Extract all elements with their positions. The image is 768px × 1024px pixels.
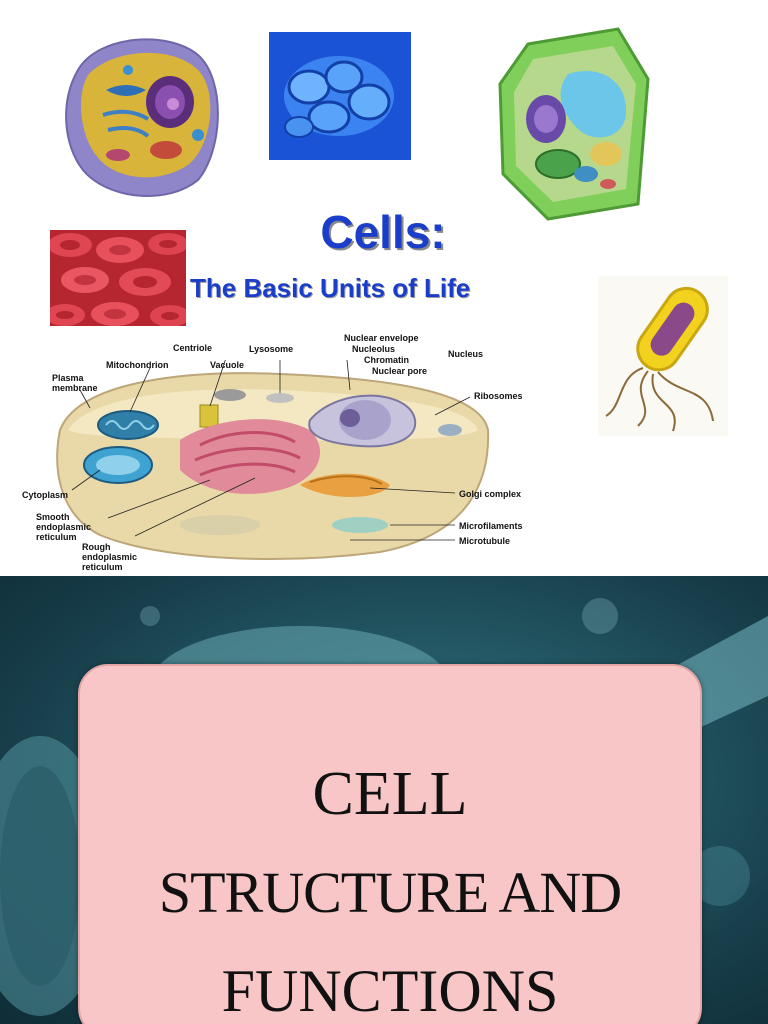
label-microfilaments: Microfilaments <box>459 521 523 531</box>
title-line-2: STRUCTURE AND <box>158 860 622 925</box>
label-microtubule: Microtubule <box>459 536 510 546</box>
label-lysosome: Lysosome <box>249 344 294 354</box>
blue-cells-micrograph <box>269 32 411 160</box>
label-chromatin: Chromatin <box>364 355 409 365</box>
animal-cell-illustration <box>65 38 219 197</box>
label-cytoplasm: Cytoplasm <box>22 490 69 500</box>
label-nucleus: Nucleus <box>448 349 484 359</box>
title-line-3: FUNCTIONS <box>221 958 559 1024</box>
bacterium-illustration <box>598 276 728 436</box>
label-mitochondrion: Mitochondrion <box>106 360 169 370</box>
plant-cell-illustration <box>498 27 650 221</box>
slide-cells-basic-units: Cells: The Basic Units of Life <box>0 27 768 572</box>
title-line-1: CELL <box>312 760 468 828</box>
slide-cell-structure-functions: CELL STRUCTURE AND FUNCTIONS <box>0 576 768 1024</box>
label-golgi: Golgi complex <box>459 489 522 499</box>
label-vacuole: Vacuole <box>210 360 245 370</box>
label-nuclear-envelope: Nuclear envelope <box>344 333 419 343</box>
label-smooth-er: Smooth endoplasmic reticulum <box>36 512 92 542</box>
label-rough-er: Rough endoplasmic reticulum <box>82 542 138 572</box>
label-centriole: Centriole <box>173 343 213 353</box>
slide1-title: Cells: <box>0 205 768 259</box>
slide1-subtitle: The Basic Units of Life <box>190 273 471 303</box>
label-plasma-membrane: Plasma membrane <box>52 373 98 393</box>
label-nuclear-pore: Nuclear pore <box>372 366 428 376</box>
label-nucleolus: Nucleolus <box>352 344 396 354</box>
red-blood-cells-image <box>50 230 186 326</box>
animal-cell-diagram <box>56 360 490 560</box>
title-card: CELL STRUCTURE AND FUNCTIONS <box>78 664 702 1024</box>
slide1-title-text: Cells: <box>320 206 446 258</box>
label-ribosomes: Ribosomes <box>474 391 523 401</box>
